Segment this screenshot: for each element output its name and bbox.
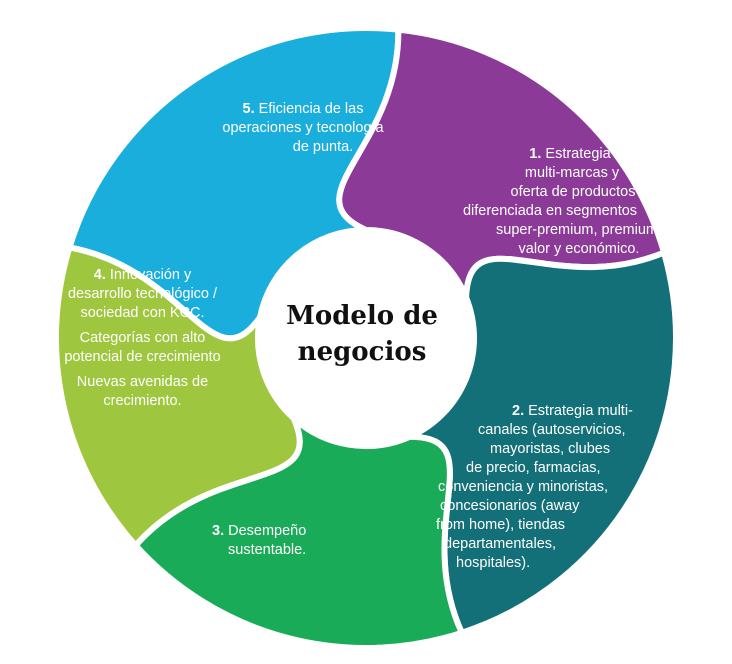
segment-1-number: 1.	[529, 146, 542, 162]
segment-4-shape	[53, 244, 303, 549]
segment-2-number: 2.	[512, 403, 525, 419]
center-circle	[258, 230, 474, 446]
center-title-line-1: Modelo de	[286, 301, 438, 331]
segment-1-text: 1. Estrategia multi-marcas y oferta de p…	[462, 146, 662, 257]
segment-5-number: 5.	[242, 101, 255, 117]
segment-4-text: 4. Innovación y desarrollo tecnológico /…	[64, 267, 221, 409]
center-title-line-2: negocios	[297, 337, 427, 367]
segment-2-text: 2. Estrategia multi- canales (autoservic…	[436, 403, 633, 571]
segment-4-number: 4.	[93, 267, 106, 283]
segment-3-number: 3.	[212, 523, 225, 539]
segment-5-text: 5. Eficiencia de las operaciones y tecno…	[222, 101, 384, 155]
segment-3-text: 3. Desempeño sustentable.	[212, 523, 307, 558]
center-title: Modelo de negocios	[262, 298, 462, 370]
